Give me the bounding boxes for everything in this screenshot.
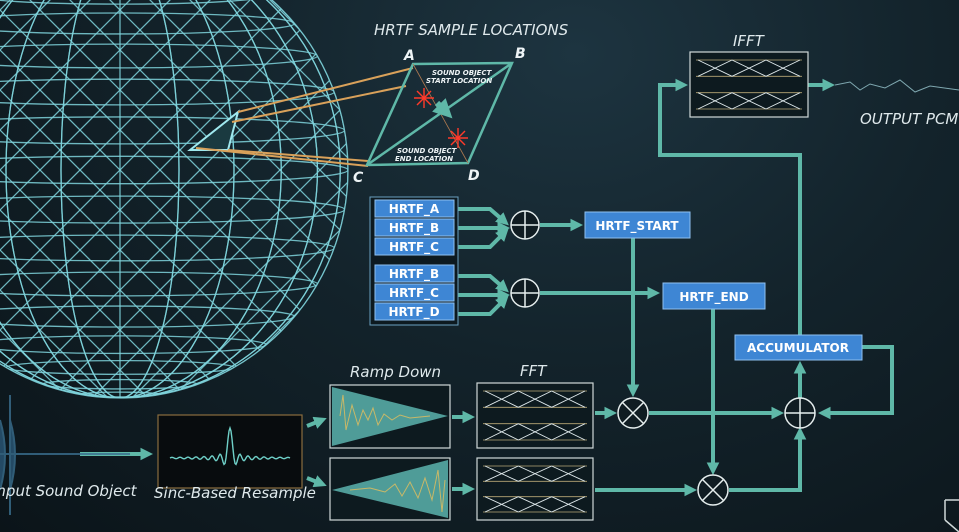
ramp-up-envelope [332, 460, 448, 518]
end-location-line2: END LOCATION [395, 155, 453, 163]
accumulator-label: ACCUMULATOR [747, 341, 849, 355]
sample-locations-title: HRTF SAMPLE LOCATIONS [374, 21, 569, 39]
resample-label: Sinc-Based Resample [154, 484, 316, 502]
input-label: Input Sound Object [0, 482, 138, 500]
start-spark-icon [414, 88, 434, 108]
hrtf-block-label: HRTF_B [389, 267, 439, 282]
flow-lines [80, 78, 894, 497]
ifft-butterfly [696, 59, 802, 110]
accumulator-block: ACCUMULATOR [734, 334, 863, 361]
hrtf-block-hrtf-b: HRTF_B [374, 218, 455, 237]
end-location-line1: SOUND OBJECT [397, 147, 458, 155]
corner-a: A [403, 48, 415, 64]
ifft-label: IFFT [733, 32, 766, 50]
ramp-down-envelope [332, 387, 448, 446]
hrtf-block-label: HRTF_A [389, 202, 440, 217]
fft-butterfly [483, 390, 587, 513]
fft-block-2 [476, 457, 594, 521]
hrtf-block-label: HRTF_C [389, 240, 439, 255]
output-label: OUTPUT PCM [860, 110, 958, 128]
hrtf-sample-quad [365, 61, 514, 167]
hrtf-block-hrtf-c: HRTF_C [374, 283, 455, 302]
hrtf-block-hrtf-c: HRTF_C [374, 237, 455, 256]
fft-label: FFT [520, 362, 548, 380]
beam-lines [195, 67, 414, 167]
hrtf-end-block: HRTF_END [662, 282, 766, 310]
input-waveform [0, 395, 130, 515]
start-location-line2: START LOCATION [426, 77, 492, 85]
hrtf-start-block: HRTF_START [584, 211, 691, 239]
ramp-down-signal [339, 394, 431, 431]
add-operator-3 [784, 397, 816, 429]
ifft-block [689, 51, 809, 118]
add-operator-2 [510, 278, 540, 308]
corner-d: D [468, 168, 480, 184]
corner-c: C [353, 170, 364, 186]
add-operator-1 [510, 210, 540, 240]
end-spark-icon [448, 128, 468, 148]
hrtf-block-hrtf-d: HRTF_D [374, 302, 455, 321]
hrtf-block-hrtf-a: HRTF_A [374, 199, 455, 218]
hrtf-block-hrtf-b: HRTF_B [374, 264, 455, 283]
output-waveform [834, 79, 959, 93]
hrtf-block-label: HRTF_B [389, 221, 439, 236]
corner-icon [944, 499, 959, 532]
ramp-down-label: Ramp Down [350, 363, 441, 381]
start-location-line1: SOUND OBJECT [432, 69, 493, 77]
hrtf-block-label: HRTF_C [389, 286, 439, 301]
corner-b: B [515, 46, 526, 62]
ramp-up-signal [349, 469, 446, 513]
movement-arrow [432, 98, 453, 119]
multiply-operator-2 [697, 474, 729, 506]
multiply-operator-1 [617, 397, 649, 429]
hrtf-block-label: HRTF_D [388, 305, 439, 320]
sinc-waveform [169, 425, 291, 466]
hrtf-end-label: HRTF_END [679, 290, 748, 305]
fft-block-1 [476, 382, 594, 449]
sphere-outline [0, 0, 349, 399]
hrtf-start-label: HRTF_START [595, 219, 679, 234]
